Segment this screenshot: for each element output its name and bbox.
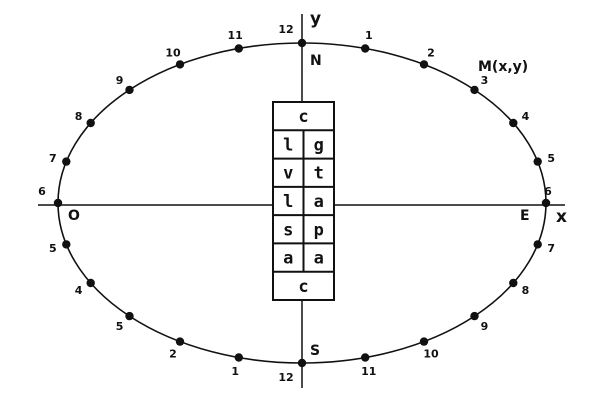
- hour-point-upper-5: [234, 44, 243, 53]
- south-label: S: [310, 343, 320, 359]
- y-axis-label: y: [310, 9, 321, 29]
- hour-point-lower-5: [297, 358, 307, 368]
- hour-label-upper-9: 3: [481, 74, 489, 87]
- hour-label-upper-5: 11: [228, 29, 243, 42]
- grid-cell-letter: a: [314, 192, 324, 212]
- hour-point-lower-8: [470, 311, 479, 321]
- hour-point-upper-11: [533, 157, 542, 166]
- grid-cell-letter: c: [298, 277, 308, 297]
- hour-label-lower-10: 7: [547, 242, 555, 255]
- grid-cell-letter: l: [283, 135, 293, 155]
- hour-point-upper-9: [470, 85, 479, 95]
- hour-point-lower-6: [361, 353, 370, 362]
- grid-cell-letter: l: [283, 192, 293, 212]
- hour-point-lower-7: [419, 337, 429, 346]
- north-label: N: [310, 53, 322, 69]
- hour-label-upper-1: 7: [49, 152, 57, 165]
- grid-cell-letter: a: [314, 249, 324, 269]
- hour-label-lower-0: 5: [49, 242, 57, 255]
- hour-point-lower-9: [509, 278, 518, 288]
- hour-point-upper-6: [297, 38, 307, 48]
- grid-cell-letter: g: [314, 135, 324, 155]
- grid-cell-letter: c: [298, 107, 308, 127]
- grid-cell-letter: s: [283, 220, 293, 240]
- hour-point-upper-10: [509, 118, 518, 128]
- hour-label-lower-4: 1: [231, 365, 239, 378]
- hour-point-upper-0: [53, 198, 63, 208]
- hour-label-upper-3: 9: [116, 74, 124, 87]
- hour-point-upper-4: [175, 60, 185, 69]
- hour-label-upper-8: 2: [427, 46, 435, 59]
- hour-label-upper-7: 1: [365, 29, 373, 42]
- hour-label-upper-12: 6: [544, 185, 552, 198]
- hour-point-upper-12: [541, 198, 551, 208]
- hour-label-lower-1: 4: [75, 284, 83, 297]
- hour-label-upper-6: 12: [278, 23, 293, 36]
- hour-label-upper-2: 8: [75, 110, 83, 123]
- hour-point-lower-4: [234, 353, 243, 362]
- hour-label-upper-0: 6: [38, 185, 46, 198]
- hour-label-upper-10: 4: [522, 110, 530, 123]
- x-axis-label: x: [556, 207, 567, 227]
- hour-label-lower-2: 5: [116, 320, 124, 333]
- west-label: O: [68, 208, 80, 224]
- hour-label-lower-8: 9: [481, 320, 489, 333]
- hour-label-upper-4: 10: [165, 46, 181, 59]
- hour-label-lower-7: 10: [423, 348, 439, 361]
- grid-cell-letter: v: [283, 164, 293, 184]
- point-label: M(x,y): [478, 59, 528, 75]
- hour-point-upper-3: [125, 85, 134, 95]
- hour-point-lower-2: [125, 311, 134, 321]
- hour-label-upper-11: 5: [547, 152, 555, 165]
- hour-point-lower-1: [86, 278, 95, 288]
- hour-point-upper-1: [62, 157, 71, 166]
- hour-label-lower-5: 12: [278, 371, 293, 384]
- grid-cell-letter: p: [314, 220, 324, 240]
- hour-point-upper-7: [361, 44, 370, 53]
- east-label: E: [520, 208, 530, 224]
- hour-point-upper-8: [419, 60, 429, 69]
- grid-cell-letter: t: [314, 164, 324, 184]
- hour-label-lower-9: 8: [522, 284, 530, 297]
- hour-label-lower-3: 2: [169, 348, 177, 361]
- grid-cell-letter: a: [283, 249, 293, 269]
- hour-label-lower-6: 11: [361, 365, 376, 378]
- hour-point-lower-3: [175, 337, 185, 346]
- hour-point-lower-0: [62, 240, 71, 249]
- hour-point-upper-2: [86, 118, 95, 128]
- hour-point-lower-10: [533, 240, 542, 249]
